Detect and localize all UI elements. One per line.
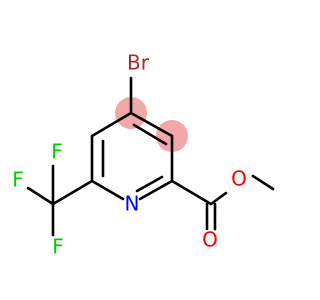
bond-c6-cf3 bbox=[51, 179, 94, 206]
bond-cf3-f-left bbox=[26, 186, 55, 206]
bond-c6-n bbox=[90, 179, 125, 201]
atom-labels: Br N F F F O O bbox=[12, 51, 247, 259]
atom-label-o-carbonyl: O bbox=[202, 228, 218, 252]
atom-label-n: N bbox=[125, 192, 140, 216]
bond-c4-c5 bbox=[90, 111, 133, 138]
bond-c4-c3-double bbox=[132, 123, 168, 146]
atom-label-f-left: F bbox=[12, 168, 24, 192]
bond-c2-carboxyl bbox=[170, 179, 213, 206]
atom-label-f-bottom: F bbox=[52, 235, 64, 259]
atom-label-f-top: F bbox=[51, 140, 63, 164]
atom-label-br: Br bbox=[127, 51, 150, 75]
bonds-group bbox=[26, 76, 275, 237]
bond-c2-n bbox=[138, 179, 174, 201]
atom-label-o-ether: O bbox=[231, 167, 247, 191]
bond-c4-c3 bbox=[129, 111, 174, 138]
bond-c2-n-double bbox=[135, 175, 164, 193]
bond-carboxyl-o-ether bbox=[209, 191, 228, 206]
molecule-diagram: Br N F F F O O bbox=[12, 50, 275, 259]
bond-o-ether-methyl bbox=[251, 174, 275, 191]
